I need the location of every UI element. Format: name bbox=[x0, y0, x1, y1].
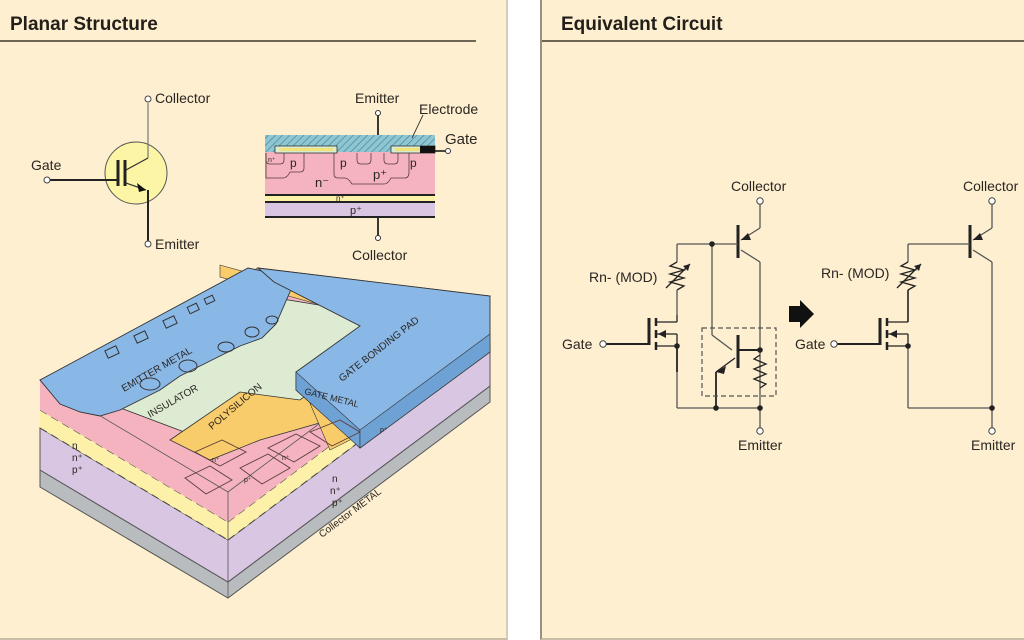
emitter-contact-windows bbox=[104, 294, 279, 391]
collector-terminal bbox=[375, 235, 381, 241]
region-label: p bbox=[410, 156, 417, 170]
collector-terminal bbox=[988, 197, 996, 205]
region-label: n⁺ bbox=[336, 194, 345, 203]
circuit-a-gate-label: Gate bbox=[562, 336, 593, 352]
circuit-a-resistor-label: Rn- (MOD) bbox=[589, 269, 657, 285]
panel-title: Planar Structure bbox=[10, 14, 158, 35]
circuit-b-resistor-label: Rn- (MOD) bbox=[821, 265, 889, 281]
circuit-b-collector-label: Collector bbox=[963, 178, 1019, 194]
circuit-a-collector-label: Collector bbox=[731, 178, 787, 194]
cell-label: n⁺ bbox=[212, 457, 220, 464]
emitter-terminal bbox=[144, 240, 152, 248]
title-divider bbox=[0, 40, 476, 42]
n-plus-well bbox=[383, 153, 399, 165]
cross-section-collector-label: Collector bbox=[352, 247, 408, 263]
junction-dot bbox=[905, 343, 911, 349]
junction-dot bbox=[674, 343, 680, 349]
symbol-collector-label: Collector bbox=[155, 90, 211, 106]
p-well bbox=[333, 153, 410, 185]
polysilicon-gate bbox=[395, 148, 420, 151]
side-label: p⁺ bbox=[332, 498, 343, 509]
title-divider bbox=[542, 40, 1024, 42]
collector-terminal bbox=[756, 197, 764, 205]
layer-boundary bbox=[39, 427, 229, 541]
emitter-metal-layer bbox=[39, 267, 297, 417]
variable-resistor-arrow-icon bbox=[914, 264, 921, 271]
circuit-b-emitter-label: Emitter bbox=[971, 437, 1016, 453]
p-substrate-layer bbox=[265, 202, 435, 216]
cell-label: p⁺ bbox=[244, 477, 252, 484]
cross-section-gate-label: Gate bbox=[445, 131, 478, 148]
emitter-terminal bbox=[375, 110, 381, 116]
variable-resistor-arrow-icon bbox=[683, 264, 690, 271]
junction-dot bbox=[757, 405, 763, 411]
circuit-a-emitter-label: Emitter bbox=[738, 437, 783, 453]
region-label: n⁻ bbox=[315, 175, 329, 190]
equivalent-circuit-panel: Equivalent Circuit bbox=[540, 0, 1024, 640]
cross-section-emitter-label: Emitter bbox=[355, 90, 400, 106]
side-label: n⁺ bbox=[330, 486, 341, 497]
emitter-arrow-icon bbox=[137, 183, 146, 192]
panel-title: Equivalent Circuit bbox=[561, 14, 723, 35]
region-label: p bbox=[290, 156, 297, 170]
side-label: p⁺ bbox=[72, 465, 83, 476]
p-well bbox=[265, 153, 305, 179]
equivalent-circuits: Collector Rn- (MOD) Gate Emitter bbox=[562, 178, 1019, 453]
emitter-terminal bbox=[988, 427, 996, 435]
junction-dot bbox=[709, 241, 715, 247]
pnp-arrow-icon bbox=[741, 233, 751, 240]
planar-structure-diagrams: Collector Gate Emitter bbox=[31, 90, 492, 599]
n-buffer-layer bbox=[265, 195, 435, 202]
gate-terminal bbox=[445, 148, 451, 154]
pnp-arrow-icon bbox=[973, 233, 983, 240]
cell-outlines bbox=[184, 419, 361, 495]
symbol-circle bbox=[104, 141, 168, 205]
n-plus-well bbox=[356, 153, 372, 165]
equivalent-circuit-simplified bbox=[837, 204, 993, 428]
igbt-symbol: Collector Gate Emitter bbox=[31, 90, 211, 252]
collector-diagonal bbox=[125, 157, 149, 171]
gate-terminal bbox=[830, 340, 838, 348]
electrode-label: Electrode bbox=[419, 101, 478, 117]
npn-arrow-icon bbox=[716, 366, 726, 374]
region-label: p⁺ bbox=[350, 205, 362, 217]
circuit-b-gate-label: Gate bbox=[795, 336, 826, 352]
junction-dot bbox=[713, 405, 719, 411]
cell-label: n⁺ bbox=[282, 455, 290, 462]
symbol-emitter-label: Emitter bbox=[155, 236, 200, 252]
planar-structure-panel: Planar Structure Collector Gate Emitte bbox=[0, 0, 508, 640]
equivalent-circuit-full bbox=[606, 204, 777, 428]
right-arrow-icon bbox=[789, 300, 814, 328]
region-label: p⁺ bbox=[373, 167, 387, 182]
side-label: n bbox=[72, 441, 78, 452]
side-label: n⁺ bbox=[72, 453, 83, 464]
igbt-cross-section: n⁺ p n⁻ p p⁺ p n⁺ p⁺ Emitter Electrode G… bbox=[265, 90, 478, 263]
circuit-b-details: Collector Rn- (MOD) Gate Emitter bbox=[795, 178, 1019, 453]
collector-terminal bbox=[144, 95, 152, 103]
n-drift-region bbox=[265, 152, 435, 195]
cell-label: p⁺ bbox=[380, 427, 388, 434]
gate-pad-edge bbox=[359, 333, 491, 449]
igbt-isometric-structure: EMITTER METAL INSULATOR POLYSILICON GATE… bbox=[39, 264, 492, 599]
n-drift-layer bbox=[40, 296, 490, 522]
circuit-a-details: Collector Rn- (MOD) Gate Emitter bbox=[562, 178, 787, 453]
side-label: n bbox=[332, 474, 338, 485]
gate-contact bbox=[420, 146, 435, 153]
polysilicon-gate bbox=[279, 148, 333, 151]
electrode-pointer bbox=[411, 114, 424, 139]
junction-dot bbox=[757, 347, 763, 353]
gate-terminal bbox=[43, 176, 51, 184]
n-plus-layer bbox=[40, 326, 490, 540]
mosfet-arrow-icon bbox=[658, 330, 666, 338]
region-label: p bbox=[340, 156, 347, 170]
gate-terminal bbox=[599, 340, 607, 348]
region-label: n⁺ bbox=[268, 157, 276, 164]
symbol-gate-label: Gate bbox=[31, 157, 62, 173]
junction-dot bbox=[989, 405, 995, 411]
mosfet-arrow-icon bbox=[889, 330, 897, 338]
emitter-terminal bbox=[756, 427, 764, 435]
